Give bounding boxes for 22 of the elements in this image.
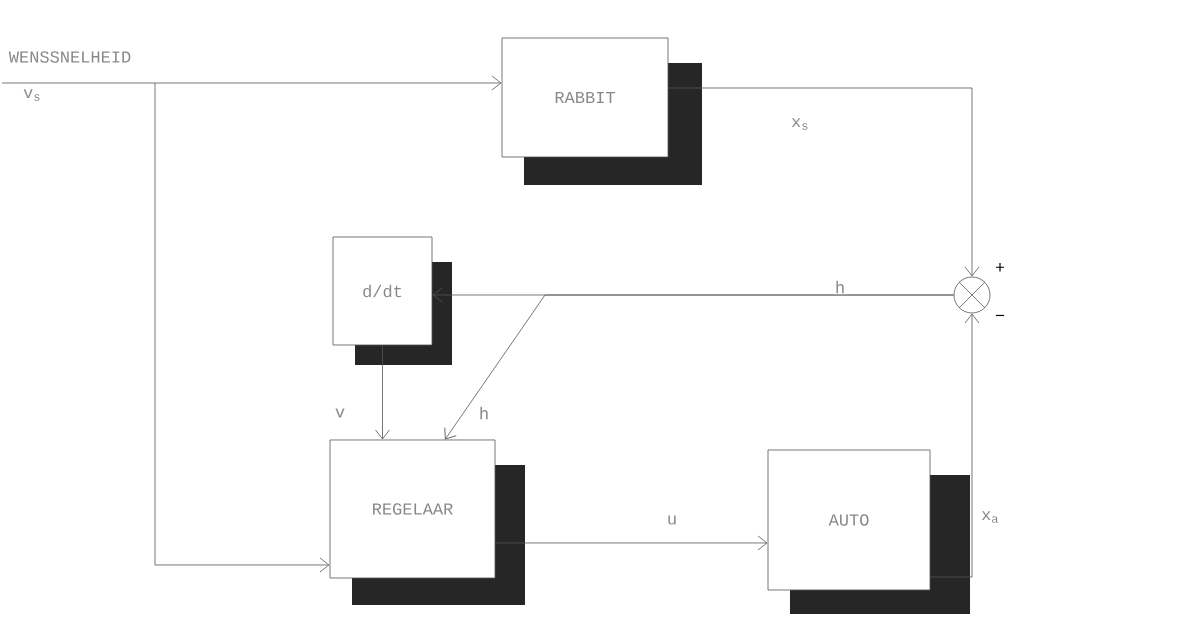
arrow bbox=[375, 345, 390, 440]
block-box: d/dt bbox=[332, 236, 452, 365]
arrow bbox=[668, 87, 980, 277]
signal-label: v$_{s}$ bbox=[23, 89, 40, 101]
sign-label: − bbox=[995, 314, 1005, 317]
signal-label: WENSSNELHEID bbox=[8, 51, 131, 63]
arrow bbox=[495, 535, 768, 551]
arrow bbox=[444, 294, 954, 440]
arrow bbox=[1, 75, 502, 91]
edge-label: x$_{s}$ bbox=[790, 117, 810, 131]
edge-label: x$_{a}$ bbox=[980, 510, 1000, 524]
edge-label: h bbox=[833, 279, 847, 295]
sign-label: + bbox=[995, 263, 1005, 272]
arrow bbox=[930, 313, 980, 578]
block-box: REGELAAR bbox=[329, 439, 525, 605]
edge-label: h bbox=[477, 405, 491, 421]
block-box: AUTO bbox=[767, 449, 970, 614]
arrow bbox=[154, 82, 330, 573]
summing-junction bbox=[953, 276, 991, 314]
block-box: RABBIT bbox=[501, 37, 702, 185]
edge-label: v bbox=[333, 407, 347, 419]
edge-label: u bbox=[665, 514, 679, 526]
